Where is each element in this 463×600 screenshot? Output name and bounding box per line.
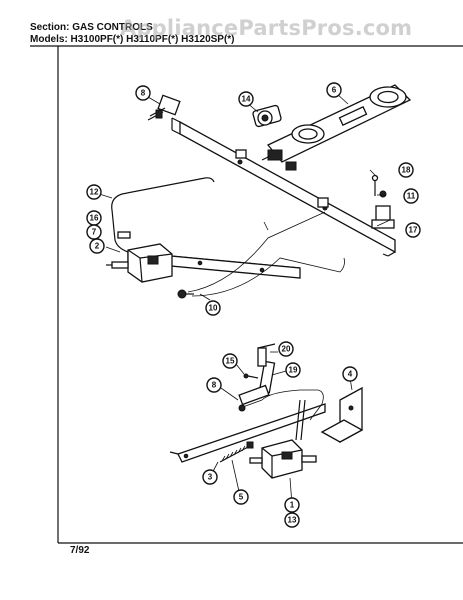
watermark: AppliancePartsPros.com — [120, 16, 413, 40]
svg-text:12: 12 — [90, 188, 99, 197]
svg-text:13: 13 — [288, 516, 297, 525]
svg-text:18: 18 — [402, 166, 411, 175]
callout-17: 17 — [405, 222, 421, 238]
callout-8-bottom: 8 — [206, 377, 222, 393]
manifold-bracket — [171, 117, 396, 257]
svg-text:2: 2 — [95, 242, 100, 251]
section-title: Section: GAS CONTROLS — [30, 22, 153, 33]
callout-16: 16 — [86, 210, 102, 226]
callout-10: 10 — [205, 300, 221, 316]
callout-18: 18 — [398, 162, 414, 178]
control-rod — [111, 177, 301, 269]
callout-8-top: 8 — [135, 85, 151, 101]
thermostat-tube — [239, 389, 324, 441]
svg-text:4: 4 — [348, 370, 353, 379]
callout-6: 6 — [326, 82, 342, 98]
svg-text:6: 6 — [332, 86, 337, 95]
svg-text:8: 8 — [212, 381, 217, 390]
callout-15: 15 — [222, 353, 238, 369]
screw — [219, 441, 254, 463]
callouts: 8 14 6 12 18 11 16 7 2 17 10 15 20 19 8 … — [86, 82, 421, 528]
callout-4: 4 — [342, 366, 358, 382]
svg-text:10: 10 — [209, 304, 218, 313]
svg-text:11: 11 — [407, 192, 416, 201]
svg-text:5: 5 — [239, 493, 244, 502]
angle-bracket — [320, 386, 364, 444]
svg-text:17: 17 — [409, 226, 418, 235]
valve-manifold — [261, 84, 412, 171]
side-bracket — [371, 174, 395, 229]
callout-14: 14 — [238, 91, 254, 107]
burner-valve — [252, 104, 282, 128]
svg-text:20: 20 — [282, 345, 291, 354]
svg-text:7: 7 — [92, 228, 97, 237]
lower-bracket — [169, 403, 326, 463]
models-line: Models: H3100PF(*) H3110PF(*) H3120SP(*) — [30, 34, 235, 45]
thermostat-valve — [249, 439, 317, 479]
callout-1: 1 — [284, 497, 300, 513]
svg-text:14: 14 — [242, 95, 251, 104]
svg-text:15: 15 — [226, 357, 235, 366]
svg-text:8: 8 — [141, 89, 146, 98]
callout-20: 20 — [278, 341, 294, 357]
svg-text:3: 3 — [208, 473, 213, 482]
callout-2: 2 — [89, 238, 105, 254]
ignition-switch-top — [147, 94, 181, 121]
gas-valve-left — [106, 243, 173, 283]
callout-3: 3 — [202, 469, 218, 485]
callout-12: 12 — [86, 184, 102, 200]
footer-date: 7/92 — [70, 545, 90, 556]
callout-13: 13 — [284, 512, 300, 528]
callout-19: 19 — [285, 362, 301, 378]
svg-text:19: 19 — [289, 366, 298, 375]
thermocouple-wires — [177, 211, 345, 299]
callout-11: 11 — [403, 188, 419, 204]
switch-bracket — [238, 343, 276, 412]
callout-5: 5 — [233, 489, 249, 505]
svg-text:1: 1 — [290, 501, 295, 510]
callout-7: 7 — [86, 224, 102, 240]
svg-text:16: 16 — [90, 214, 99, 223]
